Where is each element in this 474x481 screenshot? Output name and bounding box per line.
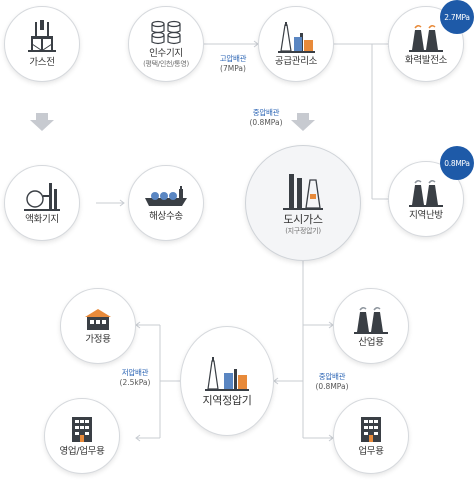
- district-regulator-icon: [205, 356, 249, 391]
- node-thermal-plant: 화력발전소: [388, 6, 464, 82]
- arrow-head-to-regulator: [273, 377, 279, 385]
- low-pressure-title: 저압배관: [121, 368, 149, 377]
- business-building-icon: [361, 416, 381, 442]
- offshore-rig-icon: [28, 19, 56, 52]
- node-gas-field: 가스전: [4, 6, 80, 82]
- edge-label-medium-pressure-top: 중압배관 (0.8MPa): [246, 108, 286, 128]
- thermal-plant-label: 화력발전소: [404, 54, 448, 66]
- city-gas-sub: (지구정압기): [285, 227, 321, 235]
- district-heating-pressure-badge: 0.8MPa: [440, 146, 474, 180]
- storage-tanks-icon: [151, 20, 181, 45]
- office-building-icon: [72, 416, 92, 442]
- node-commercial: 영업/업무용: [44, 398, 120, 474]
- factory-icon: [354, 306, 388, 334]
- supply-facility-icon: [278, 21, 315, 53]
- node-household: 가정용: [60, 288, 136, 364]
- node-business: 업무용: [333, 398, 409, 474]
- heating-plant-icon: [409, 179, 443, 207]
- industrial-label: 산업용: [358, 336, 384, 348]
- node-industrial: 산업용: [333, 288, 409, 364]
- district-heating-label: 지역난방: [409, 209, 443, 221]
- marine-transport-label: 해상수송: [149, 210, 183, 222]
- house-icon: [85, 308, 111, 330]
- arrow-head-to-commercial: [135, 434, 141, 442]
- supply-office-label: 공급관리소: [274, 55, 318, 67]
- lng-carrier-ship-icon: [145, 185, 187, 206]
- node-district-heating: 지역난방: [388, 161, 464, 237]
- arrow-head-to-marine: [119, 199, 125, 207]
- arrow-head-to-household: [135, 321, 141, 329]
- district-regulator-label: 지역정압기: [202, 393, 252, 407]
- edge-label-high-pressure: 고압배관 (7MPa): [215, 54, 251, 74]
- thermal-plant-pressure-badge: 2.7MPa: [440, 0, 474, 34]
- edge-label-medium-pressure-bottom: 중압배관 (0.8MPa): [312, 372, 352, 392]
- liquefaction-plant-icon: [24, 182, 60, 211]
- node-import-base: 인수기지 (평택/인천/통영): [128, 6, 204, 82]
- node-district-regulator: 지역정압기: [180, 326, 274, 436]
- gas-field-label: 가스전: [29, 56, 55, 68]
- medium-pressure-bottom-value: (0.8MPa): [315, 382, 349, 391]
- low-pressure-value: (2.5kPa): [119, 378, 151, 387]
- node-liquefaction-base: 액화기지: [4, 165, 80, 241]
- power-plant-icon: [409, 24, 443, 52]
- liquefaction-base-label: 액화기지: [25, 213, 59, 225]
- medium-pressure-bottom-title: 중압배관: [318, 372, 346, 381]
- node-city-gas: 도시가스 (지구정압기): [245, 145, 361, 261]
- high-pressure-value: (7MPa): [220, 64, 246, 73]
- node-supply-office: 공급관리소: [258, 6, 334, 82]
- medium-pressure-top-value: (0.8MPa): [249, 118, 283, 127]
- import-base-label: 인수기지: [149, 48, 183, 59]
- city-gas-regulator-icon: [283, 174, 323, 210]
- high-pressure-title: 고압배관: [219, 54, 247, 63]
- business-label: 업무용: [358, 445, 384, 457]
- commercial-label: 영업/업무용: [59, 445, 105, 457]
- down-arrow-gasfield: [30, 113, 54, 131]
- node-marine-transport: 해상수송: [128, 165, 204, 241]
- import-base-sub: (평택/인천/통영): [143, 60, 189, 68]
- city-gas-label: 도시가스: [283, 213, 323, 226]
- household-label: 가정용: [85, 333, 111, 345]
- medium-pressure-top-title: 중압배관: [252, 108, 280, 117]
- edge-label-low-pressure: 저압배관 (2.5kPa): [116, 368, 154, 388]
- down-arrow-supply: [291, 113, 315, 131]
